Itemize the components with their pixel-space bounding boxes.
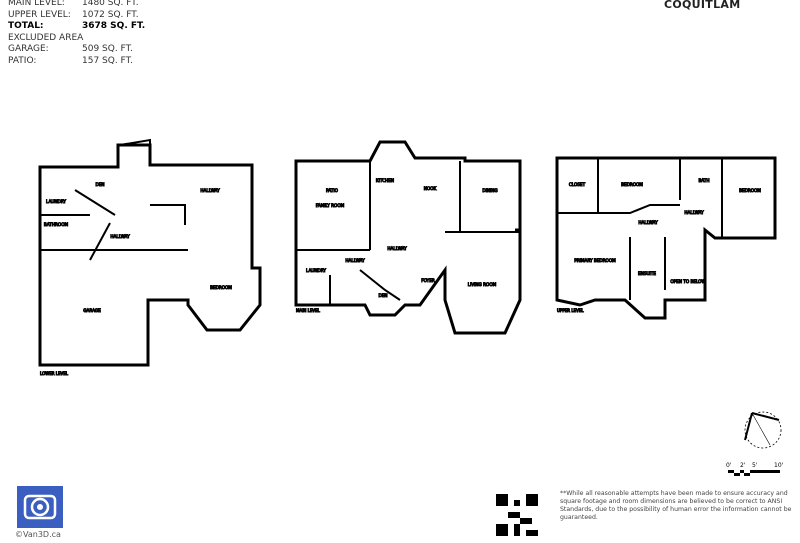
scale-tick: 2' — [740, 462, 746, 469]
excluded-title: EXCLUDED AREA — [8, 32, 84, 43]
disclaimer: **While all reasonable attempts have bee… — [560, 490, 792, 521]
area-label: UPPER LEVEL: — [8, 9, 71, 20]
room-label: BATH — [698, 178, 709, 183]
area-row-garage: GARAGE: 509 SQ. FT. — [8, 44, 145, 56]
area-label: TOTAL: — [8, 21, 44, 31]
room-label: LAUNDRY — [46, 199, 66, 204]
room-label: FOYER — [421, 278, 435, 283]
level-label: UPPER LEVEL — [557, 308, 584, 313]
room-label: GARAGE — [83, 308, 101, 313]
area-row-upper: UPPER LEVEL: 1072 SQ. FT. — [8, 10, 145, 22]
scale-tick: 5' — [752, 462, 758, 469]
scale-tick: 0' — [726, 462, 732, 469]
van3d-logo — [17, 486, 63, 528]
room-label: OPEN TO BELOW — [670, 279, 705, 284]
room-label: NOOK — [424, 186, 437, 191]
qr-code[interactable] — [496, 494, 538, 536]
area-row-total: TOTAL: 3678 SQ. FT. — [8, 21, 145, 33]
upper-level-labels: BEDROOM BEDROOM HALLWAY HALLWAY PRIMARY … — [557, 178, 762, 314]
area-label: GARAGE: — [8, 44, 49, 54]
area-row-patio: PATIO: 157 SQ. FT. — [8, 56, 145, 68]
main-level-labels: PATIO FAMILY ROOM KITCHEN NOOK DINING HA… — [296, 178, 499, 314]
lower-level-labels: DEN LAUNDRY BATHROOM HALLWAY HALLWAY BED… — [40, 182, 233, 377]
room-label: LAUNDRY — [306, 268, 326, 273]
area-value: 509 SQ. FT. — [82, 44, 133, 54]
room-label: KITCHEN — [376, 178, 394, 183]
level-label: MAIN LEVEL — [296, 308, 321, 313]
lower-level-plan — [38, 138, 262, 367]
north-arrow-icon — [744, 411, 782, 449]
room-label: HALLWAY — [638, 220, 658, 225]
scale-tick: 10' — [774, 462, 784, 469]
city-title: COQUITLAM — [664, 0, 741, 11]
room-label: HALLWAY — [345, 258, 365, 263]
room-label: BATHROOM — [44, 222, 69, 227]
scale-bar: 0' 2' 5' 10' — [726, 462, 784, 476]
room-label: DEN — [378, 293, 387, 298]
main-level-plan — [294, 140, 522, 335]
room-label: BEDROOM — [621, 182, 643, 187]
room-label: HALLWAY — [684, 210, 704, 215]
room-label: DINING — [482, 188, 497, 193]
room-label: CLOSET — [569, 182, 586, 187]
room-label: DEN — [95, 182, 104, 187]
room-label: BEDROOM — [739, 188, 761, 193]
room-label: BEDROOM — [210, 285, 232, 290]
room-label: HALLWAY — [387, 246, 407, 251]
level-label: LOWER LEVEL — [40, 371, 69, 376]
patio-label: PATIO — [326, 188, 339, 193]
area-label: PATIO: — [8, 55, 37, 66]
logo-caption: ©Van3D.ca — [15, 530, 61, 539]
upper-level-plan — [555, 156, 777, 320]
room-label: HALLWAY — [110, 234, 130, 239]
room-label: HALLWAY — [200, 188, 220, 193]
room-label: LIVING ROOM — [468, 282, 497, 287]
area-label: MAIN LEVEL: — [8, 0, 65, 8]
area-value: 3678 SQ. FT. — [82, 21, 146, 31]
camera-icon — [23, 494, 57, 520]
area-value: 157 SQ. FT. — [82, 55, 133, 66]
room-label: FAMILY ROOM — [316, 203, 345, 208]
area-value: 1480 SQ. FT. — [82, 0, 139, 8]
room-label: PRIMARY BEDROOM — [574, 258, 616, 263]
room-label: ENSUITE — [638, 271, 656, 276]
area-value: 1072 SQ. FT. — [82, 9, 139, 20]
area-row-main: MAIN LEVEL: 1480 SQ. FT. — [8, 0, 145, 10]
area-summary: MAIN LEVEL: 1480 SQ. FT. UPPER LEVEL: 1072… — [8, 0, 145, 67]
